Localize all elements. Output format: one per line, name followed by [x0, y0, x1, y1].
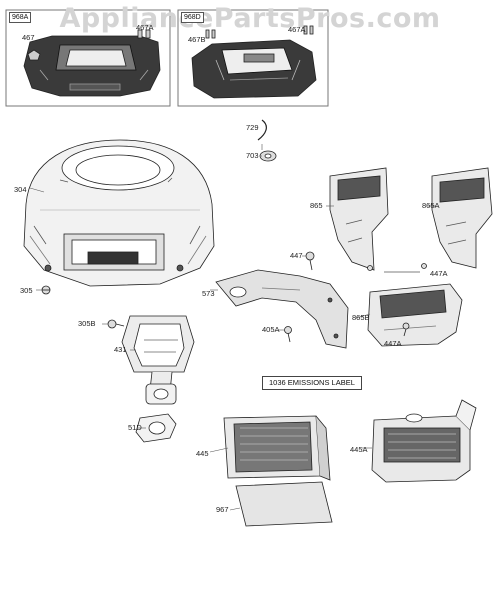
- label-447A-upper: 447A: [430, 269, 448, 278]
- label-865A: 865A: [422, 201, 440, 210]
- bracket-573: [215, 269, 349, 349]
- blower-cover-968A: [23, 35, 161, 97]
- part-703-clamp: [259, 150, 277, 162]
- label-445A: 445A: [350, 445, 368, 454]
- part-51D-gasket: [135, 413, 177, 443]
- part-405A-screw: [284, 326, 292, 343]
- precleaner-967: [235, 481, 333, 527]
- part-447A-screws-upper: [367, 263, 427, 273]
- label-51D: 51D: [128, 423, 142, 432]
- kit-968A-part-467: 467: [22, 33, 35, 42]
- label-967: 967: [216, 505, 229, 514]
- blower-housing-304: [23, 139, 215, 287]
- part-467-clip: [27, 49, 41, 61]
- kit-968D-box: [177, 9, 329, 107]
- kit-968A-part-467A: 467A: [136, 23, 154, 32]
- part-729-wire: [257, 119, 267, 141]
- baffle-865A: [431, 167, 493, 269]
- emissions-label-callout: 1036 EMISSIONS LABEL: [262, 376, 362, 390]
- kit-968D-tag: 968D: [181, 12, 204, 23]
- kit-968A-tag: 968A: [9, 12, 32, 23]
- part-447-screw: [305, 251, 315, 271]
- label-305: 305: [20, 286, 33, 295]
- label-703: 703: [246, 151, 259, 160]
- part-467A-clip-1: [137, 29, 151, 39]
- label-304: 304: [14, 185, 27, 194]
- part-467B-clip: [205, 29, 216, 39]
- label-573: 573: [202, 289, 215, 298]
- part-305B-screw: [107, 319, 125, 329]
- label-305B: 305B: [78, 319, 96, 328]
- air-intake-431: [121, 315, 195, 405]
- part-305-screw: [41, 285, 51, 295]
- leader-lines: [29, 144, 436, 511]
- baffle-865B: [367, 283, 463, 347]
- label-445: 445: [196, 449, 209, 458]
- label-865: 865: [310, 201, 323, 210]
- part-447A-screw-lower: [402, 322, 410, 337]
- kit-968A-box: [5, 9, 171, 107]
- air-filter-445: [223, 415, 331, 481]
- label-729: 729: [246, 123, 259, 132]
- watermark-logo: AppliancePartsPros.com: [59, 3, 441, 34]
- blower-cover-968D: [191, 39, 317, 99]
- kit-968D-part-467A: 467A: [288, 25, 306, 34]
- air-filter-445A: [371, 399, 477, 483]
- label-447A-lower: 447A: [384, 339, 402, 348]
- label-431: 431: [114, 345, 127, 354]
- kit-968D-part-467B: 467B: [188, 35, 206, 44]
- label-447: 447: [290, 251, 303, 260]
- baffle-865: [329, 167, 389, 271]
- label-865B: 865B: [352, 313, 370, 322]
- label-405A: 405A: [262, 325, 280, 334]
- part-467A-clip-2: [303, 25, 314, 35]
